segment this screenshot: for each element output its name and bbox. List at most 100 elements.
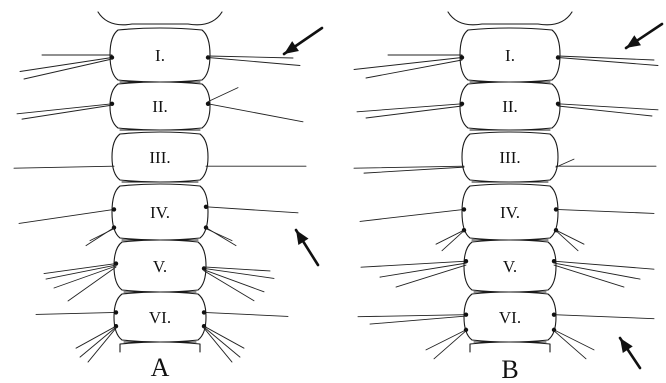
seta-base: [461, 207, 467, 212]
seta: [203, 325, 245, 349]
seta: [553, 262, 641, 280]
segment-label: I.: [155, 46, 165, 65]
arrow-head: [296, 230, 309, 246]
seta-base: [555, 101, 561, 107]
segment-label: V.: [153, 257, 167, 276]
seta: [75, 325, 117, 349]
body-segment: [113, 291, 207, 343]
seta: [557, 105, 653, 117]
seta-base: [113, 310, 119, 315]
seta-base: [205, 101, 211, 107]
body-segment: [109, 81, 211, 131]
seta: [365, 59, 463, 79]
seta: [19, 57, 113, 72]
seta: [45, 264, 117, 280]
seta: [555, 229, 585, 245]
arrow-head: [620, 338, 633, 353]
seta: [67, 266, 117, 302]
segment-label: VI.: [499, 308, 521, 327]
seta: [203, 270, 255, 302]
seta: [79, 326, 117, 358]
seta: [207, 57, 301, 66]
segment-label: IV.: [500, 203, 520, 222]
seta-base: [551, 312, 557, 317]
seta: [35, 311, 117, 315]
head-outline: [447, 11, 573, 26]
seta-base: [113, 261, 119, 266]
seta-base: [463, 327, 469, 333]
panel-b: I.II.III.IV.V.VI.B: [353, 11, 659, 383]
seta: [18, 208, 115, 224]
seta-base: [201, 310, 207, 315]
body-segment: [461, 131, 559, 183]
body-segment: [463, 291, 557, 343]
seta: [207, 103, 304, 123]
body-segment: [111, 131, 209, 183]
seta: [555, 158, 575, 168]
segment-label: II.: [152, 97, 168, 116]
seta-base: [459, 55, 465, 60]
seta: [359, 208, 465, 222]
seta: [207, 87, 239, 103]
seta: [203, 326, 241, 358]
segment-label: V.: [503, 257, 517, 276]
body-segment: [111, 183, 209, 241]
seta: [357, 314, 467, 318]
seta: [379, 262, 467, 278]
terminal-segment: [469, 341, 551, 353]
seta-base: [111, 207, 117, 212]
seta: [363, 166, 465, 174]
seta: [441, 230, 465, 252]
segment-label: VI.: [149, 308, 171, 327]
seta: [557, 57, 659, 66]
seta-base: [459, 101, 465, 107]
seta: [553, 260, 655, 270]
seta: [360, 260, 467, 268]
segment-label: II.: [502, 97, 518, 116]
seta: [203, 267, 275, 279]
head-outline: [97, 11, 223, 26]
seta: [207, 55, 294, 59]
seta-base: [553, 207, 559, 212]
seta-base: [463, 259, 469, 264]
seta: [21, 104, 113, 120]
seta: [365, 105, 463, 119]
seta: [356, 103, 463, 113]
body-segment: [461, 183, 559, 241]
seta-base: [203, 204, 209, 209]
seta: [435, 229, 465, 245]
seta: [23, 58, 113, 80]
terminal-segment: [119, 341, 201, 353]
seta: [425, 329, 467, 351]
seta: [553, 264, 625, 288]
seta: [433, 330, 467, 360]
seta: [369, 315, 467, 325]
seta: [553, 330, 587, 360]
seta-base: [551, 259, 557, 264]
seta: [203, 311, 289, 317]
seta: [555, 230, 579, 252]
seta: [13, 165, 115, 169]
seta-base: [109, 55, 115, 60]
body-segment: [113, 239, 207, 293]
seta: [205, 206, 299, 214]
panel-label: A: [151, 353, 170, 382]
seta: [557, 103, 659, 111]
segment-label: III.: [499, 148, 520, 167]
seta: [555, 208, 655, 214]
seta: [53, 265, 117, 289]
segment-label: IV.: [150, 203, 170, 222]
segment-label: III.: [149, 148, 170, 167]
arrow-head: [284, 41, 299, 54]
seta: [16, 103, 113, 115]
seta: [203, 266, 271, 272]
seta-base: [201, 324, 207, 329]
seta: [203, 327, 233, 363]
arrows: [282, 22, 664, 370]
arrow-head: [626, 35, 641, 48]
seta: [87, 327, 117, 363]
seta: [553, 314, 655, 320]
seta: [557, 55, 655, 61]
seta: [353, 57, 463, 70]
